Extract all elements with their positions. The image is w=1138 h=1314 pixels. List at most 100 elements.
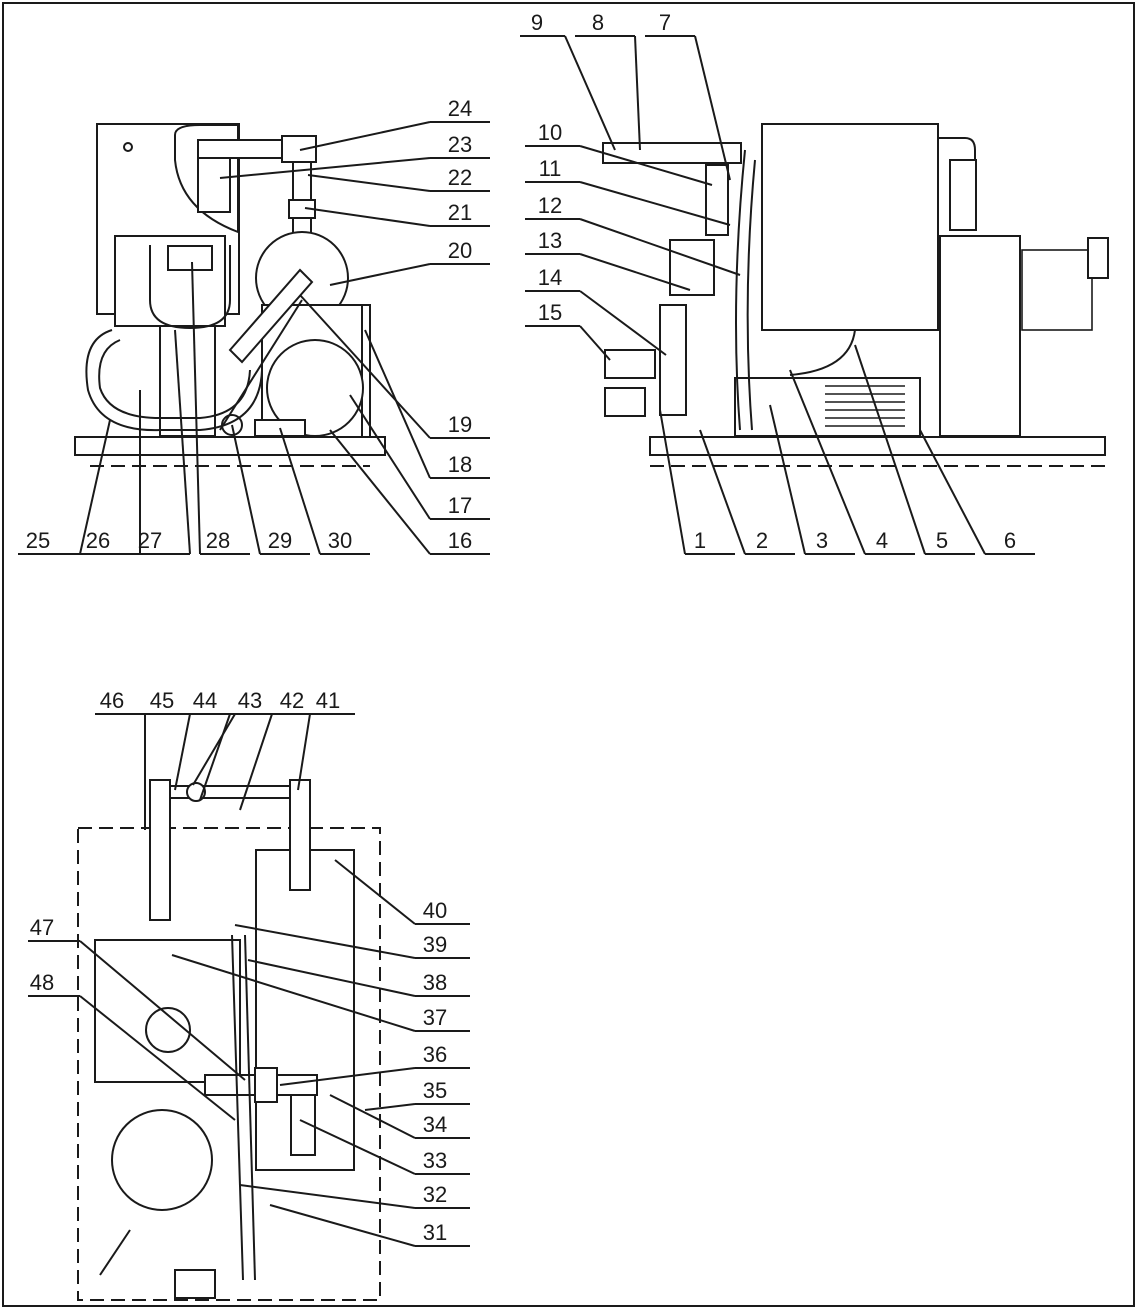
front-right-tank xyxy=(939,235,1021,437)
callout-leader xyxy=(919,429,986,555)
callout-15: 15 xyxy=(525,300,611,361)
callout-5: 5 xyxy=(854,344,975,555)
callout-leader xyxy=(329,263,431,286)
callout-leader xyxy=(79,419,111,555)
front-valve xyxy=(1087,237,1109,279)
side-bracket-28 xyxy=(149,245,231,330)
side-switch-28 xyxy=(167,245,213,271)
callout-label: 2 xyxy=(756,528,768,553)
top-tee-36 xyxy=(254,1067,278,1103)
side-cabinet-bolt xyxy=(123,142,133,152)
front-base-plate xyxy=(649,436,1106,456)
side-elbow-24 xyxy=(281,135,317,163)
front-box-lower xyxy=(604,387,646,417)
callout-label: 34 xyxy=(423,1112,447,1137)
callout-label: 6 xyxy=(1004,528,1016,553)
callout-label: 13 xyxy=(538,228,562,253)
callout-13: 13 xyxy=(525,228,691,291)
callout-leader xyxy=(199,713,231,801)
callout-label: 12 xyxy=(538,193,562,218)
front-arm-8 xyxy=(602,142,742,164)
front-box-15 xyxy=(604,349,656,379)
callout-label: 23 xyxy=(448,132,472,157)
callout-label: 18 xyxy=(448,452,472,477)
callout-20: 20 xyxy=(329,238,490,286)
callout-leader xyxy=(234,924,416,959)
callout-leader xyxy=(854,344,926,555)
callout-23: 23 xyxy=(219,132,490,179)
top-tank-47 xyxy=(94,939,241,1083)
callout-leader xyxy=(364,329,431,479)
top-outline-dashed xyxy=(77,827,381,1301)
top-hose-37 xyxy=(231,934,244,1281)
callout-35: 35 xyxy=(364,1078,470,1111)
callout-18: 18 xyxy=(364,329,490,479)
callout-label: 24 xyxy=(448,96,472,121)
callout-label: 20 xyxy=(448,238,472,263)
callout-label: 43 xyxy=(238,688,262,713)
top-pipe-41 xyxy=(289,779,311,891)
top-hose-38 xyxy=(244,934,256,1281)
side-rod-19 xyxy=(219,299,303,431)
callout-label: 35 xyxy=(423,1078,447,1103)
callout-leader xyxy=(79,995,236,1121)
callout-42: 42 xyxy=(239,688,320,811)
callout-leader xyxy=(699,429,746,555)
callout-leader xyxy=(789,369,866,555)
callout-leader xyxy=(297,713,311,791)
callout-11: 11 xyxy=(525,156,731,226)
callout-1: 1 xyxy=(659,409,735,555)
callout-label: 46 xyxy=(100,688,124,713)
callout-leader xyxy=(299,294,431,439)
front-view xyxy=(602,123,1110,467)
callout-26: 26 xyxy=(80,390,141,555)
callout-label: 10 xyxy=(538,120,562,145)
callout-37: 37 xyxy=(171,954,470,1032)
front-tank-13 xyxy=(669,239,715,296)
callout-label: 26 xyxy=(86,528,110,553)
callout-label: 44 xyxy=(193,688,217,713)
callout-leader xyxy=(239,1184,416,1209)
callout-12: 12 xyxy=(525,193,741,276)
callout-label: 40 xyxy=(423,898,447,923)
callout-leader xyxy=(304,207,431,227)
front-right-piping xyxy=(1021,249,1093,331)
callout-label: 29 xyxy=(268,528,292,553)
callout-label: 8 xyxy=(592,10,604,35)
callout-34: 34 xyxy=(329,1094,470,1139)
callout-label: 30 xyxy=(328,528,352,553)
callout-22: 22 xyxy=(307,165,490,192)
front-right-pipe xyxy=(938,137,976,230)
callout-leader xyxy=(334,859,416,925)
callout-leader xyxy=(231,424,261,555)
callout-label: 25 xyxy=(26,528,50,553)
callout-label: 3 xyxy=(816,528,828,553)
callout-2: 2 xyxy=(699,429,795,555)
front-hose-12 xyxy=(735,149,746,431)
callout-8: 8 xyxy=(575,10,641,151)
callout-16: 16 xyxy=(329,429,490,555)
top-box-bottom xyxy=(174,1269,216,1299)
callout-label: 16 xyxy=(448,528,472,553)
callout-label: 28 xyxy=(206,528,230,553)
callout-46: 46 xyxy=(95,688,146,830)
callout-leader xyxy=(174,329,191,555)
front-motor-fins xyxy=(825,385,905,427)
callout-label: 37 xyxy=(423,1005,447,1030)
callout-label: 38 xyxy=(423,970,447,995)
callout-9: 9 xyxy=(520,10,616,151)
callout-label: 41 xyxy=(316,688,340,713)
callout-label: 33 xyxy=(423,1148,447,1173)
callout-36: 36 xyxy=(279,1042,470,1086)
callout-27: 27 xyxy=(135,329,191,555)
top-motor xyxy=(111,1109,213,1211)
callout-label: 19 xyxy=(448,412,472,437)
callout-43: 43 xyxy=(199,688,275,801)
callout-label: 15 xyxy=(538,300,562,325)
callout-label: 21 xyxy=(448,200,472,225)
callout-leader xyxy=(694,35,731,181)
side-lower-tank xyxy=(159,325,216,437)
side-motor-17 xyxy=(266,339,364,437)
